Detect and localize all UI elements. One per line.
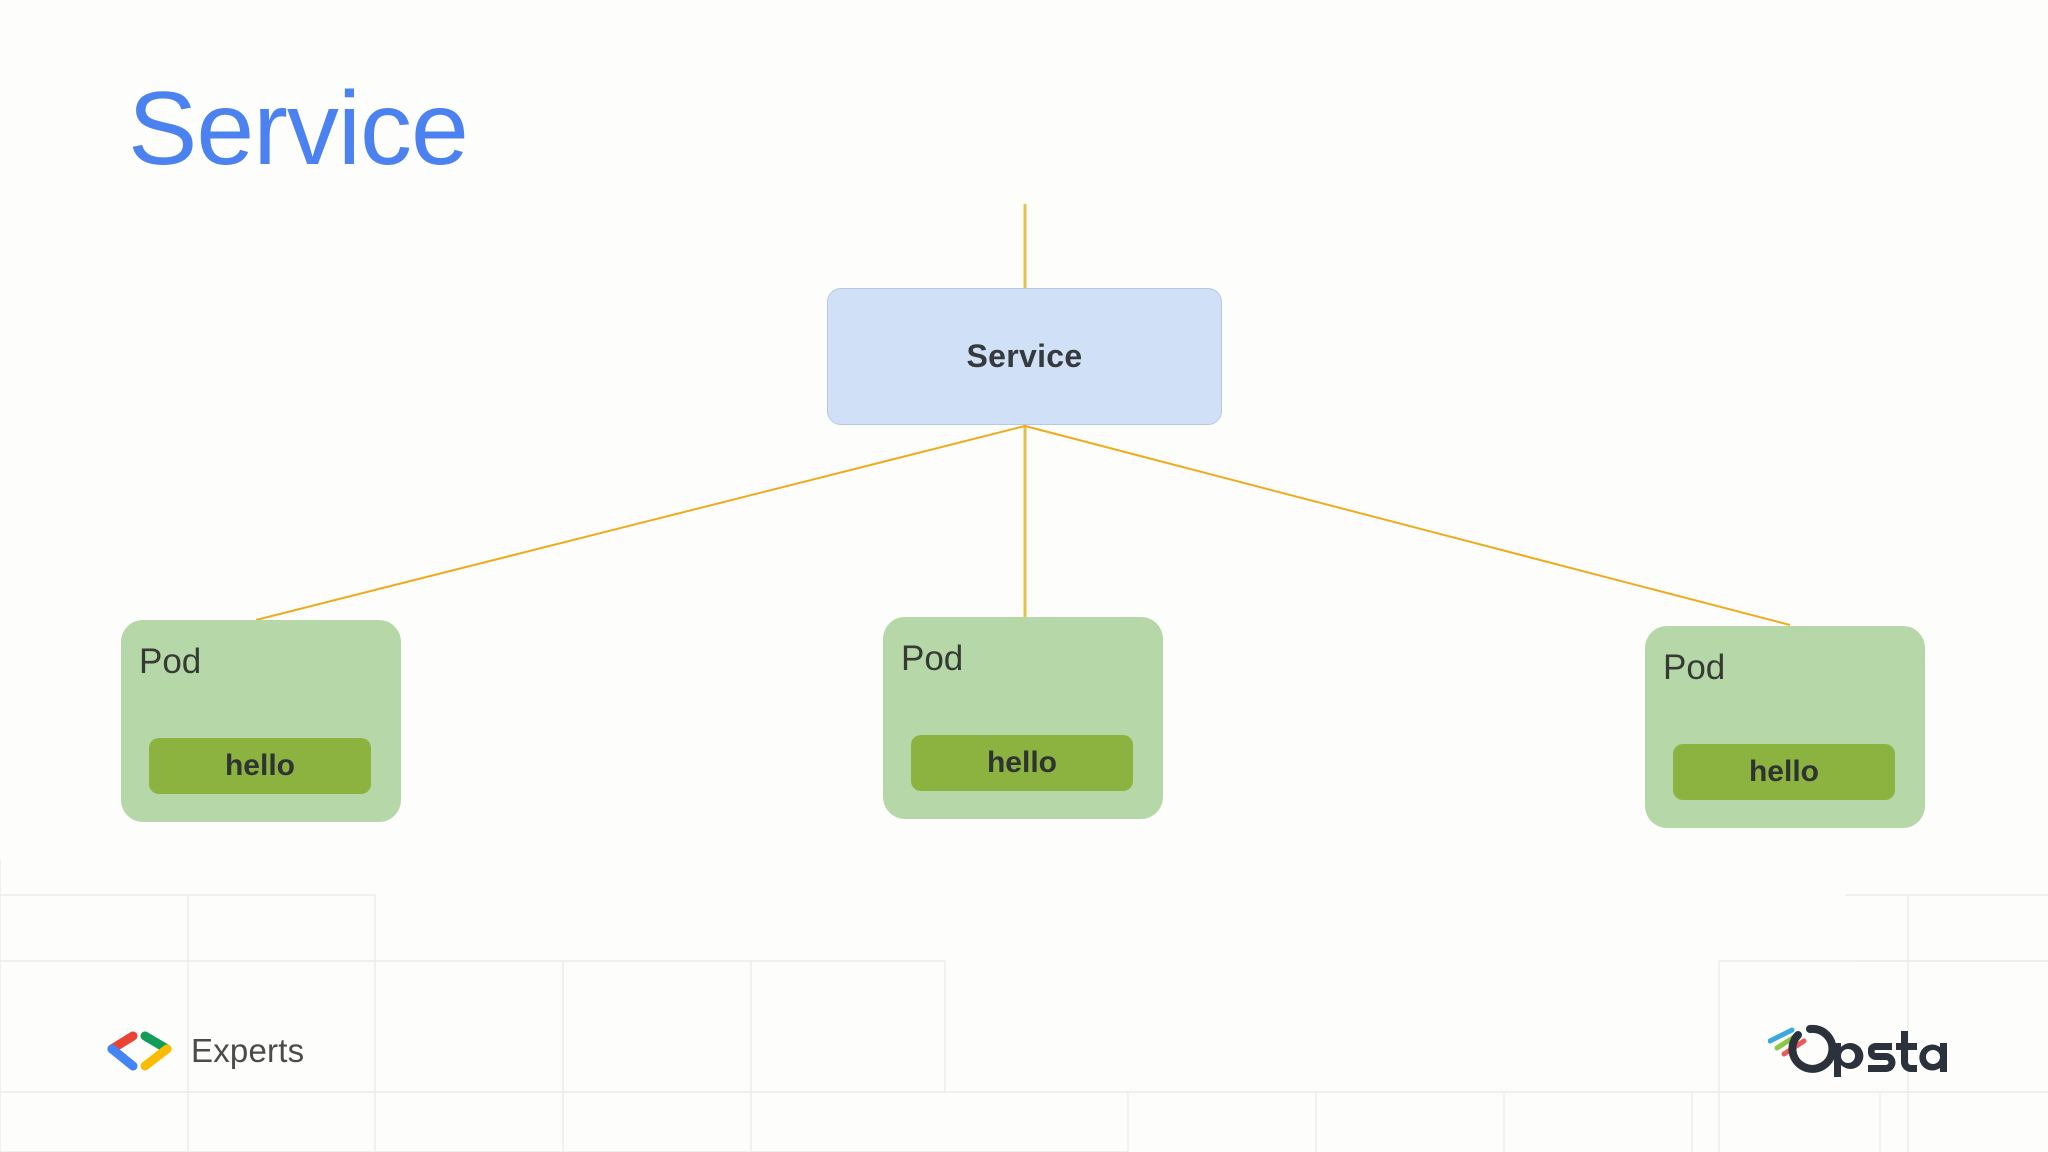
connector-service-to-pod-0 (255, 425, 1026, 621)
container-chip[interactable]: hello (149, 738, 371, 794)
pod-node[interactable]: Pod hello (883, 617, 1163, 819)
pod-node[interactable]: Pod hello (121, 620, 401, 822)
pod-node-label: Pod (1663, 648, 1726, 687)
container-chip[interactable]: hello (1673, 744, 1895, 800)
container-chip-label: hello (1748, 755, 1819, 788)
google-experts-chevron-icon (107, 1031, 172, 1071)
pod-node-label: Pod (139, 642, 202, 681)
container-chip-label: hello (986, 746, 1057, 779)
container-chip-label: hello (224, 749, 295, 782)
opsta-logo (1768, 1023, 1958, 1083)
google-experts-label: Experts (191, 1032, 305, 1069)
container-chip[interactable]: hello (911, 735, 1133, 791)
service-node-label: Service (966, 338, 1083, 374)
service-node[interactable]: Service (827, 288, 1222, 425)
pod-node-label: Pod (901, 639, 964, 678)
page-title: Service (128, 71, 469, 187)
google-developer-experts-logo: Experts (103, 1027, 304, 1075)
pod-node[interactable]: Pod hello (1645, 626, 1925, 828)
connector-service-to-pod-2 (1024, 425, 1791, 626)
opsta-wordmark-icon (1768, 1024, 1947, 1077)
